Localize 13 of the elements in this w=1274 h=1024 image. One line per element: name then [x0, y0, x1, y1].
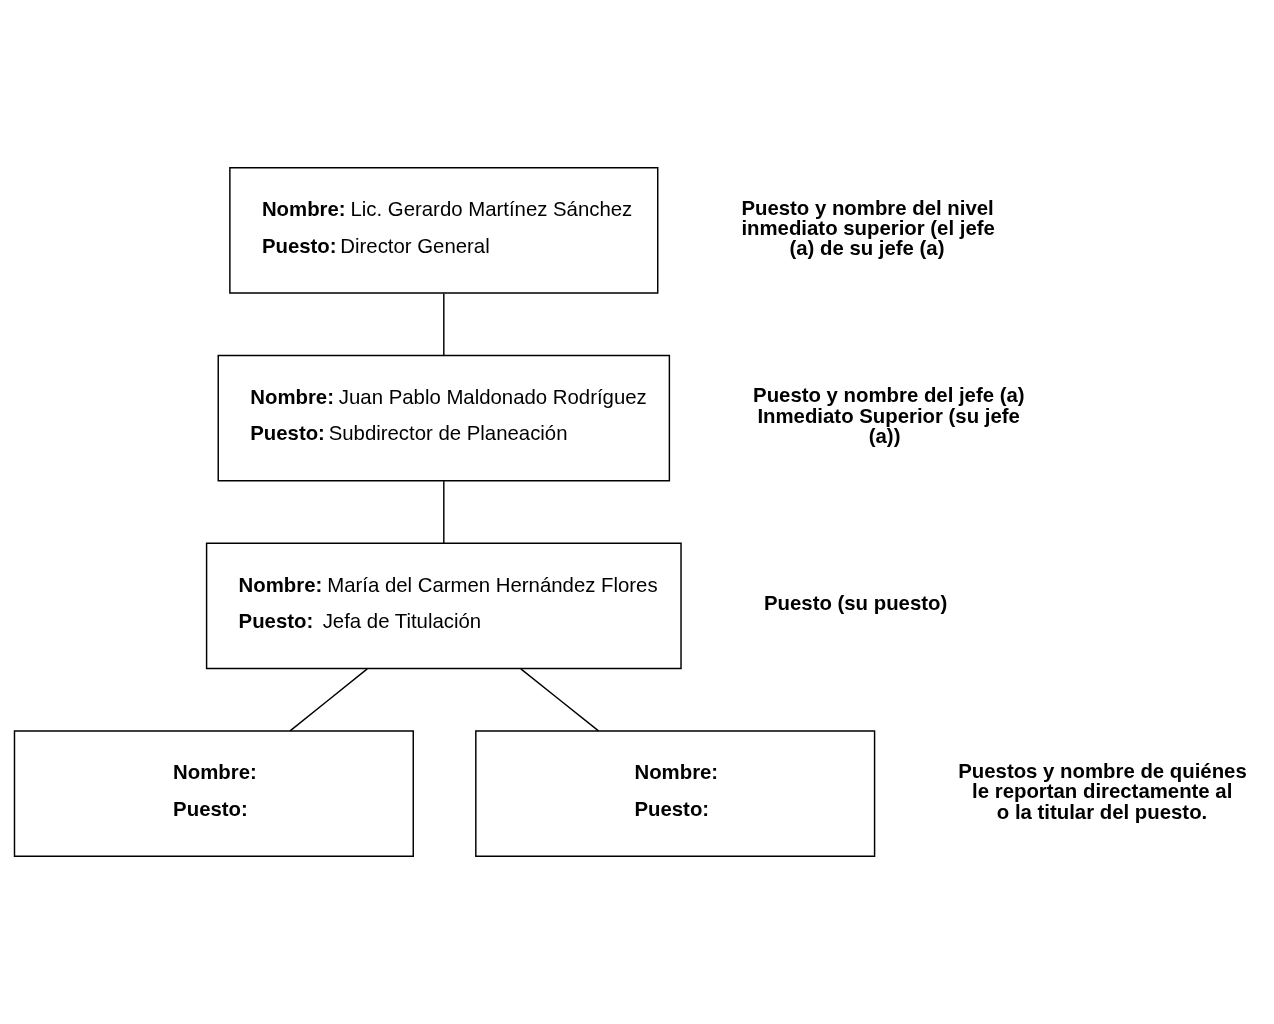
connector — [443, 292, 445, 357]
label: Puestos y nombre de quiénes le reportan directamente al o la titular del puesto. — [958, 759, 1247, 823]
node-box: Nombre: Puesto: — [475, 730, 876, 857]
connector — [443, 480, 445, 544]
node-box: Nombre: María del Carmen Hernández Flores Puesto: Jefa de Titulación — [205, 542, 682, 670]
label: Puesto y nombre del jefe (a) Inmediato Superior (su jefe (a)) — [753, 384, 1025, 448]
connector — [289, 668, 368, 732]
label: Puesto y nombre del nivel inmediato superior (el jefe (a) de su jefe (a) — [741, 196, 995, 260]
connector — [520, 668, 600, 732]
label: Puesto (su puesto) — [763, 591, 948, 614]
node-box: Nombre: Juan Pablo Maldonado Rodríguez Puesto: Subdirector de Planeación — [217, 354, 671, 482]
node-box: Nombre: Puesto: — [13, 730, 414, 857]
node-box: Nombre: Lic. Gerardo Martínez Sánchez Puesto: Director General — [229, 167, 659, 294]
